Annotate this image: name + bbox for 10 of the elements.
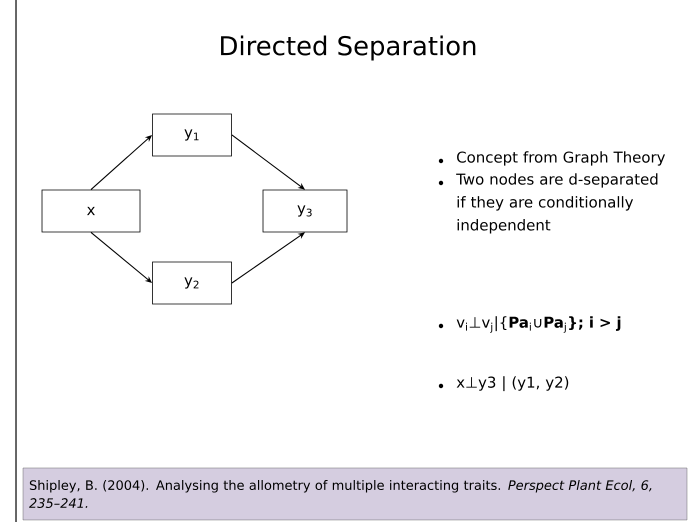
variable-box: y$_{1}$: [152, 114, 232, 156]
bullet-point: Two nodes are d-separated if they are conditionally independent: [438, 173, 658, 234]
bullet-point: x⊥y3 | (y1, y2): [438, 376, 568, 392]
slide-title: Directed Separation: [221, 35, 476, 61]
bullet-point: v$_{i}$⊥v$_{j}$|{Pa$_{i}$∪Pa$_{j}$}; i > j: [438, 316, 620, 333]
variable-box: y$_{3}$: [262, 190, 348, 232]
variable-box: y$_{2}$: [152, 262, 232, 304]
variable-box: x: [42, 190, 140, 232]
citation-box: Shipley, B. (2004). Analysing the allometry of multiple interacting traits. Perspect Plant Ecol, 6, 235–241.: [22, 468, 688, 520]
bullet-point: Concept from Graph Theory: [438, 151, 666, 166]
